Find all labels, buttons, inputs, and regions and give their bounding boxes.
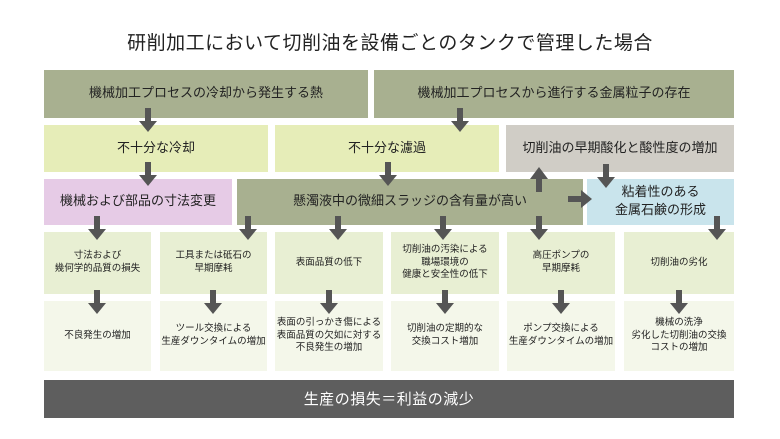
- effect-box-6: 切削油の劣化: [624, 232, 734, 294]
- result-box-3: 表面の引っかき傷による 表面品質の欠如に対する 不良発生の増加: [275, 301, 383, 371]
- effect-box-2: 工具または砥石の 早期摩耗: [160, 232, 267, 294]
- diagram-title: 研削加工において切削油を設備ごとのタンクで管理した場合: [127, 32, 653, 54]
- result-box-1: 不良発生の増加: [44, 301, 151, 371]
- metal-soap-box: 粘着性のある 金属石鹸の形成: [587, 179, 734, 225]
- effect-box-5: 高圧ポンプの 早期摩耗: [507, 232, 615, 294]
- insufficient-filtration-box: 不十分な濾過: [275, 125, 499, 172]
- heat-cause-box: 機械加工プロセスの冷却から発生する熱: [44, 70, 368, 118]
- conclusion-bar: 生産の損失＝利益の減少: [44, 380, 734, 418]
- result-box-6: 機械の洗浄 劣化した切削油の交換 コストの増加: [624, 301, 734, 371]
- effect-box-1: 寸法および 幾何学的品質の損失: [44, 232, 151, 294]
- early-oxidation-box: 切削油の早期酸化と酸性度の増加: [506, 125, 734, 172]
- result-box-5: ポンプ交換による 生産ダウンタイムの増加: [507, 301, 615, 371]
- fine-sludge-box: 懸濁液中の微細スラッジの含有量が高い: [237, 179, 583, 225]
- metal-particles-cause-box: 機械加工プロセスから進行する金属粒子の存在: [374, 70, 734, 118]
- result-box-4: 切削油の定期的な 交換コスト増加: [391, 301, 499, 371]
- effect-box-3: 表面品質の低下: [275, 232, 383, 294]
- result-box-2: ツール交換による 生産ダウンタイムの増加: [160, 301, 267, 371]
- dimension-change-box: 機械および部品の寸法変更: [44, 179, 232, 225]
- insufficient-cooling-box: 不十分な冷却: [44, 125, 268, 172]
- effect-box-4: 切削油の汚染による 職場環境の 健康と安全性の低下: [391, 232, 499, 294]
